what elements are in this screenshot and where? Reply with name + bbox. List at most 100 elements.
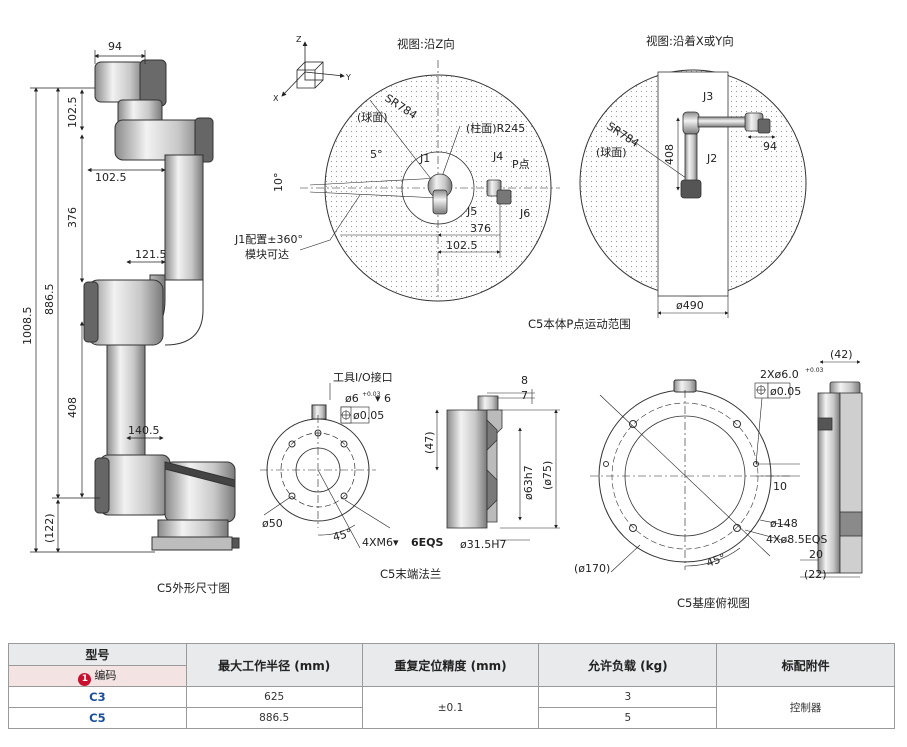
z-angle-10: 10° bbox=[272, 173, 285, 193]
row-c5-payload: 5 bbox=[538, 707, 718, 729]
robot-side-illustration bbox=[83, 59, 240, 551]
header-repeat: 重复定位精度 (mm) bbox=[361, 643, 540, 687]
flange-angle: 45° bbox=[331, 526, 353, 544]
xy-j2: J2 bbox=[706, 152, 717, 165]
side-view: 94 102.5 102.5 376 121.5 886.5 1008.5 40… bbox=[21, 40, 240, 595]
side-view-caption: C5外形尺寸图 bbox=[157, 581, 230, 595]
base-view: 2Xø6.0 +0.03 ø0.05 (42) 10 ø148 4Xø8.5EQ… bbox=[574, 348, 863, 610]
base-outer-label: (ø170) bbox=[574, 562, 610, 575]
dim-total-height: 1008.5 bbox=[21, 307, 34, 346]
z-angle-5: 5° bbox=[370, 148, 383, 161]
z-p-point: P点 bbox=[512, 158, 530, 171]
z-view: Z Y X 视图:沿Z向 SR784 (球面) (柱面)R245 5° bbox=[234, 35, 560, 302]
flange-hole-4 bbox=[340, 492, 348, 500]
base-angle: 45° bbox=[705, 551, 728, 570]
base-dim-22: (22) bbox=[804, 568, 827, 581]
base-screw: 4Xø8.5EQS bbox=[766, 533, 827, 546]
base-pcd-label: ø148 bbox=[770, 517, 798, 530]
flange-screw-prefix: 4XM6▾ bbox=[362, 536, 399, 549]
xy-view: 视图:沿着X或Y向 J3 J2 SR784 (球面) 408 94 ø490 bbox=[579, 34, 807, 318]
flange-dim-8: 8 bbox=[521, 374, 528, 387]
base-position-tol: ø0.05 bbox=[770, 385, 801, 398]
z-note-line2: 模块可达 bbox=[245, 248, 289, 261]
row-c5-reach: 886.5 bbox=[185, 707, 363, 729]
flange-section bbox=[446, 395, 503, 529]
header-accessory: 标配附件 bbox=[716, 643, 895, 687]
flange-pcd-label: ø50 bbox=[262, 517, 283, 530]
flange-view: 工具I/O接口 ø6 +0.03 ▾ 6 ø0.05 ø50 45° 4XM6▾… bbox=[260, 371, 560, 581]
flange-screw-suffix: 6EQS bbox=[411, 536, 444, 549]
dim-base-height: (122) bbox=[43, 513, 56, 543]
header-reach: 最大工作半径 (mm) bbox=[185, 643, 363, 687]
flange-caption: C5末端法兰 bbox=[380, 567, 441, 581]
code-badge: 1 bbox=[78, 672, 92, 686]
xy-sphere-note: (球面) bbox=[596, 145, 627, 159]
dim-total-reach: 886.5 bbox=[43, 284, 56, 316]
flange-bore-label: ø31.5H7 bbox=[460, 538, 507, 551]
dim-upper-arm: 376 bbox=[66, 207, 79, 228]
flange-hole-dia: ø6 bbox=[345, 392, 359, 405]
dim-wrist-offset: 140.5 bbox=[128, 424, 160, 437]
xy-diameter: ø490 bbox=[676, 299, 704, 312]
axis-triad bbox=[281, 41, 345, 97]
shared-accessory: 控制器 bbox=[716, 686, 895, 729]
z-dim-102-5: 102.5 bbox=[446, 239, 478, 252]
dim-top-width: 94 bbox=[108, 40, 122, 53]
spec-table: 型号 最大工作半径 (mm) 重复定位精度 (mm) 允许负载 (kg) 标配附… bbox=[8, 643, 895, 729]
z-cylinder-radius: (柱面)R245 bbox=[466, 121, 525, 135]
header-code-label: 编码 bbox=[94, 668, 117, 682]
row-c3-payload: 3 bbox=[538, 686, 718, 708]
flange-hole-tol: +0.03 bbox=[362, 391, 381, 398]
flange-dim-75: (ø75) bbox=[541, 461, 554, 490]
table-row: C5 886.5 5 bbox=[8, 707, 895, 729]
base-dim-20: 20 bbox=[809, 548, 823, 561]
technical-drawing: 94 102.5 102.5 376 121.5 886.5 1008.5 40… bbox=[21, 34, 863, 610]
dim-upper-offset: 102.5 bbox=[66, 97, 79, 129]
xy-dim-408: 408 bbox=[663, 144, 676, 165]
base-hole-2 bbox=[733, 420, 741, 428]
flange-hole-3 bbox=[288, 492, 296, 500]
header-model: 型号 bbox=[8, 643, 187, 666]
z-note-line1: J1配置±360° bbox=[234, 233, 303, 246]
io-connector bbox=[311, 404, 327, 420]
row-c5-model[interactable]: C5 bbox=[8, 707, 187, 729]
flange-position-tol: ø0.05 bbox=[353, 409, 384, 422]
header-payload: 允许负载 (kg) bbox=[538, 643, 718, 687]
row-c3-reach: 625 bbox=[185, 686, 363, 708]
base-pin-1 bbox=[603, 461, 609, 467]
axis-y-label: Y bbox=[345, 73, 351, 82]
side-dimensions bbox=[30, 50, 166, 553]
dim-forearm: 408 bbox=[66, 397, 79, 418]
dim-elbow-offset: 121.5 bbox=[135, 248, 167, 261]
flange-hole-depth: ▾ 6 bbox=[375, 392, 391, 405]
z-j1: J1 bbox=[419, 152, 430, 165]
base-pin-tol: +0.03 bbox=[805, 367, 824, 374]
io-label: 工具I/O接口 bbox=[333, 371, 393, 384]
z-j5: J5 bbox=[466, 205, 477, 218]
base-dim-10: 10 bbox=[773, 480, 787, 493]
xy-view-robot bbox=[680, 111, 771, 199]
xy-j3: J3 bbox=[702, 90, 713, 103]
flange-dim-47: (47) bbox=[423, 431, 436, 454]
z-dim-376: 376 bbox=[470, 222, 491, 235]
flange-hole-2 bbox=[340, 440, 348, 448]
z-sphere-note: (球面) bbox=[357, 110, 388, 124]
z-view-robot bbox=[427, 173, 512, 215]
table-row: C3 625 ±0.1 3 控制器 bbox=[8, 686, 895, 729]
flange-hole-1 bbox=[288, 440, 296, 448]
base-pin-spec: 2Xø6.0 bbox=[760, 368, 799, 381]
z-view-title: 视图:沿Z向 bbox=[397, 37, 455, 51]
dim-shoulder-offset: 102.5 bbox=[95, 171, 127, 184]
base-hole-3 bbox=[629, 524, 637, 532]
base-hole-1 bbox=[629, 420, 637, 428]
shared-repeat: ±0.1 bbox=[361, 686, 540, 729]
range-caption: C5本体P点运动范围 bbox=[528, 317, 631, 331]
row-c3-model[interactable]: C3 bbox=[8, 686, 187, 708]
z-j6: J6 bbox=[519, 207, 530, 220]
base-dim-42: (42) bbox=[830, 348, 853, 361]
axis-z-label: Z bbox=[296, 35, 302, 44]
xy-view-title: 视图:沿着X或Y向 bbox=[646, 34, 734, 48]
xy-dim-94: 94 bbox=[763, 140, 777, 153]
z-j4: J4 bbox=[492, 150, 503, 163]
